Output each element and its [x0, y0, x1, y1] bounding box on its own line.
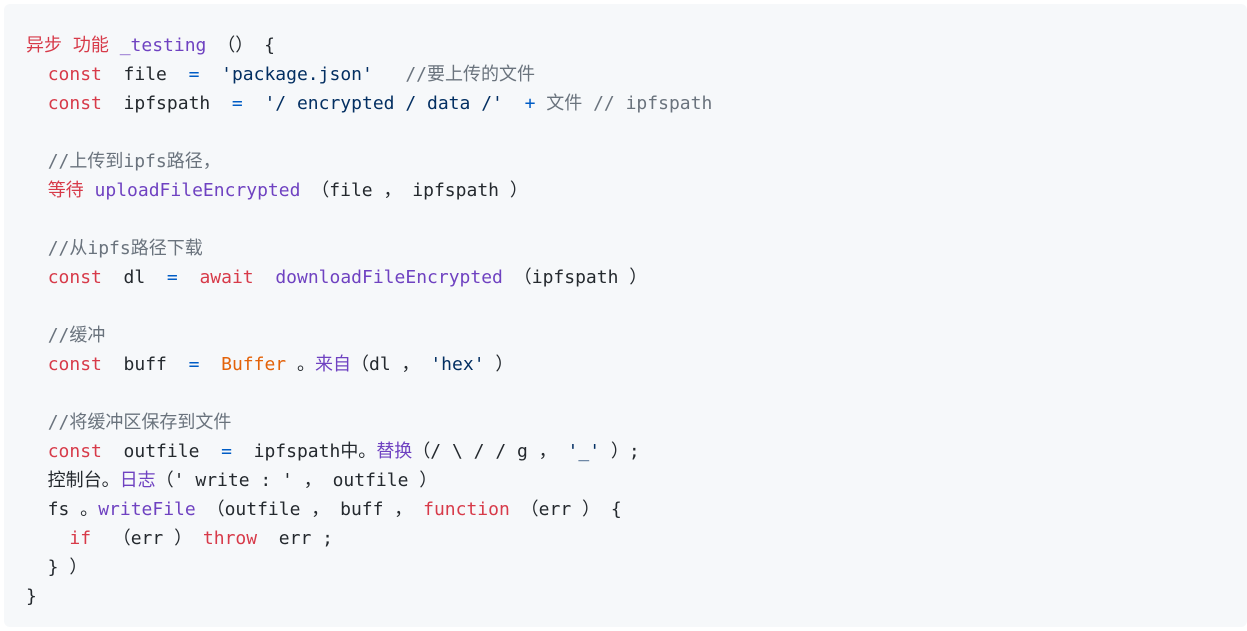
code-token-plain: （err ）: [91, 528, 203, 549]
code-line: //上传到ipfs路径，: [26, 147, 221, 176]
code-token-keyword: function: [423, 499, 510, 520]
code-line: const file = 'package.json' //要上传的文件: [26, 60, 535, 89]
code-token-plain: [535, 93, 546, 114]
code-token-plain: 。: [286, 354, 315, 375]
code-token-plain: [26, 267, 48, 288]
code-token-operator: =: [221, 441, 232, 462]
code-token-comment: //将缓冲区保存到文件: [47, 412, 232, 433]
code-token-keyword: 异步 功能: [26, 35, 120, 56]
code-token-plain: （err ） {: [509, 499, 622, 520]
code-line: //缓冲: [26, 321, 106, 350]
code-line: 控制台。日志（' write : ' ， outfile ）: [26, 466, 438, 495]
code-token-function: 日志: [119, 470, 156, 491]
code-line: if （err ） throw err ;: [26, 524, 333, 553]
code-line: const dl = await downloadFileEncrypted （…: [26, 263, 648, 292]
code-token-plain: [243, 93, 265, 114]
code-line: 等待 uploadFileEncrypted （file ， ipfspath …: [26, 176, 528, 205]
code-token-function: downloadFileEncrypted: [275, 267, 503, 288]
code-token-function: writeFile: [98, 499, 196, 520]
code-token-plain: [178, 267, 200, 288]
code-token-plain: [254, 267, 276, 288]
code-line: } ）: [26, 553, 88, 582]
code-token-keyword: const: [47, 354, 102, 375]
code-line: //将缓冲区保存到文件: [26, 408, 232, 437]
code-token-plain: [26, 93, 48, 114]
code-token-function: uploadFileEncrypted: [94, 180, 301, 201]
code-token-plain: [26, 180, 48, 201]
code-token-plain: }: [26, 586, 37, 607]
code-token-comment: 文件 // ipfspath: [546, 93, 713, 114]
code-token-plain: [26, 238, 48, 259]
code-token-operator: =: [166, 267, 178, 288]
code-token-builtin: Buffer: [221, 354, 287, 375]
code-token-string: 'hex': [430, 354, 485, 375]
code-line: 异步 功能 _testing （） {: [26, 31, 275, 60]
code-token-plain: dl: [101, 267, 167, 288]
code-token-plain: [503, 93, 525, 114]
code-token-plain: outfile: [101, 441, 222, 462]
code-token-plain: [26, 412, 48, 433]
code-token-function: _testing: [119, 35, 207, 56]
code-token-plain: [26, 354, 48, 375]
code-token-plain: （' write : ' ， outfile ）: [155, 470, 438, 491]
code-line: fs 。writeFile （outfile ， buff ， function…: [26, 495, 622, 524]
code-token-keyword: if: [69, 528, 92, 549]
code-token-comment: //要上传的文件: [405, 64, 536, 85]
code-line: const ipfspath = '/ encrypted / data /' …: [26, 89, 713, 118]
code-token-keyword: await: [199, 267, 254, 288]
code-token-comment: //从ipfs路径下载: [47, 238, 203, 259]
code-token-operator: =: [231, 93, 243, 114]
code-line: //从ipfs路径下载: [26, 234, 203, 263]
code-token-plain: （ipfspath ）: [502, 267, 648, 288]
code-token-plain: （/ \ / / g ，: [412, 441, 568, 462]
code-token-plain: file: [101, 64, 189, 85]
code-token-keyword: const: [47, 267, 102, 288]
code-token-keyword: 等待: [47, 180, 84, 201]
code-token-plain: [26, 441, 48, 462]
code-token-plain: [199, 354, 221, 375]
code-token-keyword: throw: [202, 528, 258, 549]
code-token-comment: //缓冲: [47, 325, 106, 346]
code-token-plain: [26, 64, 48, 85]
code-token-plain: ipfspath: [101, 93, 232, 114]
code-token-plain: [26, 325, 48, 346]
code-token-plain: [26, 151, 48, 172]
code-token-plain: err ;: [257, 528, 333, 549]
code-line: const buff = Buffer 。来自（dl ， 'hex' ）: [26, 350, 514, 379]
code-token-keyword: const: [47, 93, 102, 114]
code-token-plain: ipfspath: [231, 441, 341, 462]
code-token-plain: [84, 180, 95, 201]
code-token-comment: //上传到ipfs路径，: [47, 151, 221, 172]
code-token-plain: 控制台。: [26, 470, 120, 491]
code-token-plain: ）;: [600, 441, 640, 462]
code-token-function: 来自: [314, 354, 351, 375]
code-token-function: 替换: [376, 441, 413, 462]
code-token-plain: 中。: [340, 441, 377, 462]
code-line: const outfile = ipfspath中。替换（/ \ / / g ，…: [26, 437, 640, 466]
code-token-operator: =: [188, 64, 200, 85]
code-token-plain: （outfile ， buff ，: [195, 499, 424, 520]
code-token-string: '_': [567, 441, 601, 462]
code-token-plain: （dl ，: [350, 354, 431, 375]
code-token-plain: （） {: [206, 35, 275, 56]
code-token-plain: [199, 64, 221, 85]
code-token-plain: [26, 528, 69, 549]
code-token-keyword: const: [47, 441, 102, 462]
code-token-plain: buff: [101, 354, 189, 375]
code-token-plain: fs 。: [26, 499, 99, 520]
code-token-operator: +: [524, 93, 536, 114]
code-line: }: [26, 582, 37, 611]
code-token-plain: ）: [484, 354, 514, 375]
code-token-plain: （file ， ipfspath ）: [300, 180, 528, 201]
code-token-string: '/ encrypted / data /': [264, 93, 503, 114]
code-token-plain: [373, 64, 406, 85]
code-token-string: 'package.json': [221, 64, 373, 85]
code-token-operator: =: [188, 354, 200, 375]
code-token-keyword: const: [47, 64, 102, 85]
code-block: 异步 功能 _testing （） { const file = 'packag…: [4, 4, 1247, 627]
code-token-plain: } ）: [26, 557, 88, 578]
